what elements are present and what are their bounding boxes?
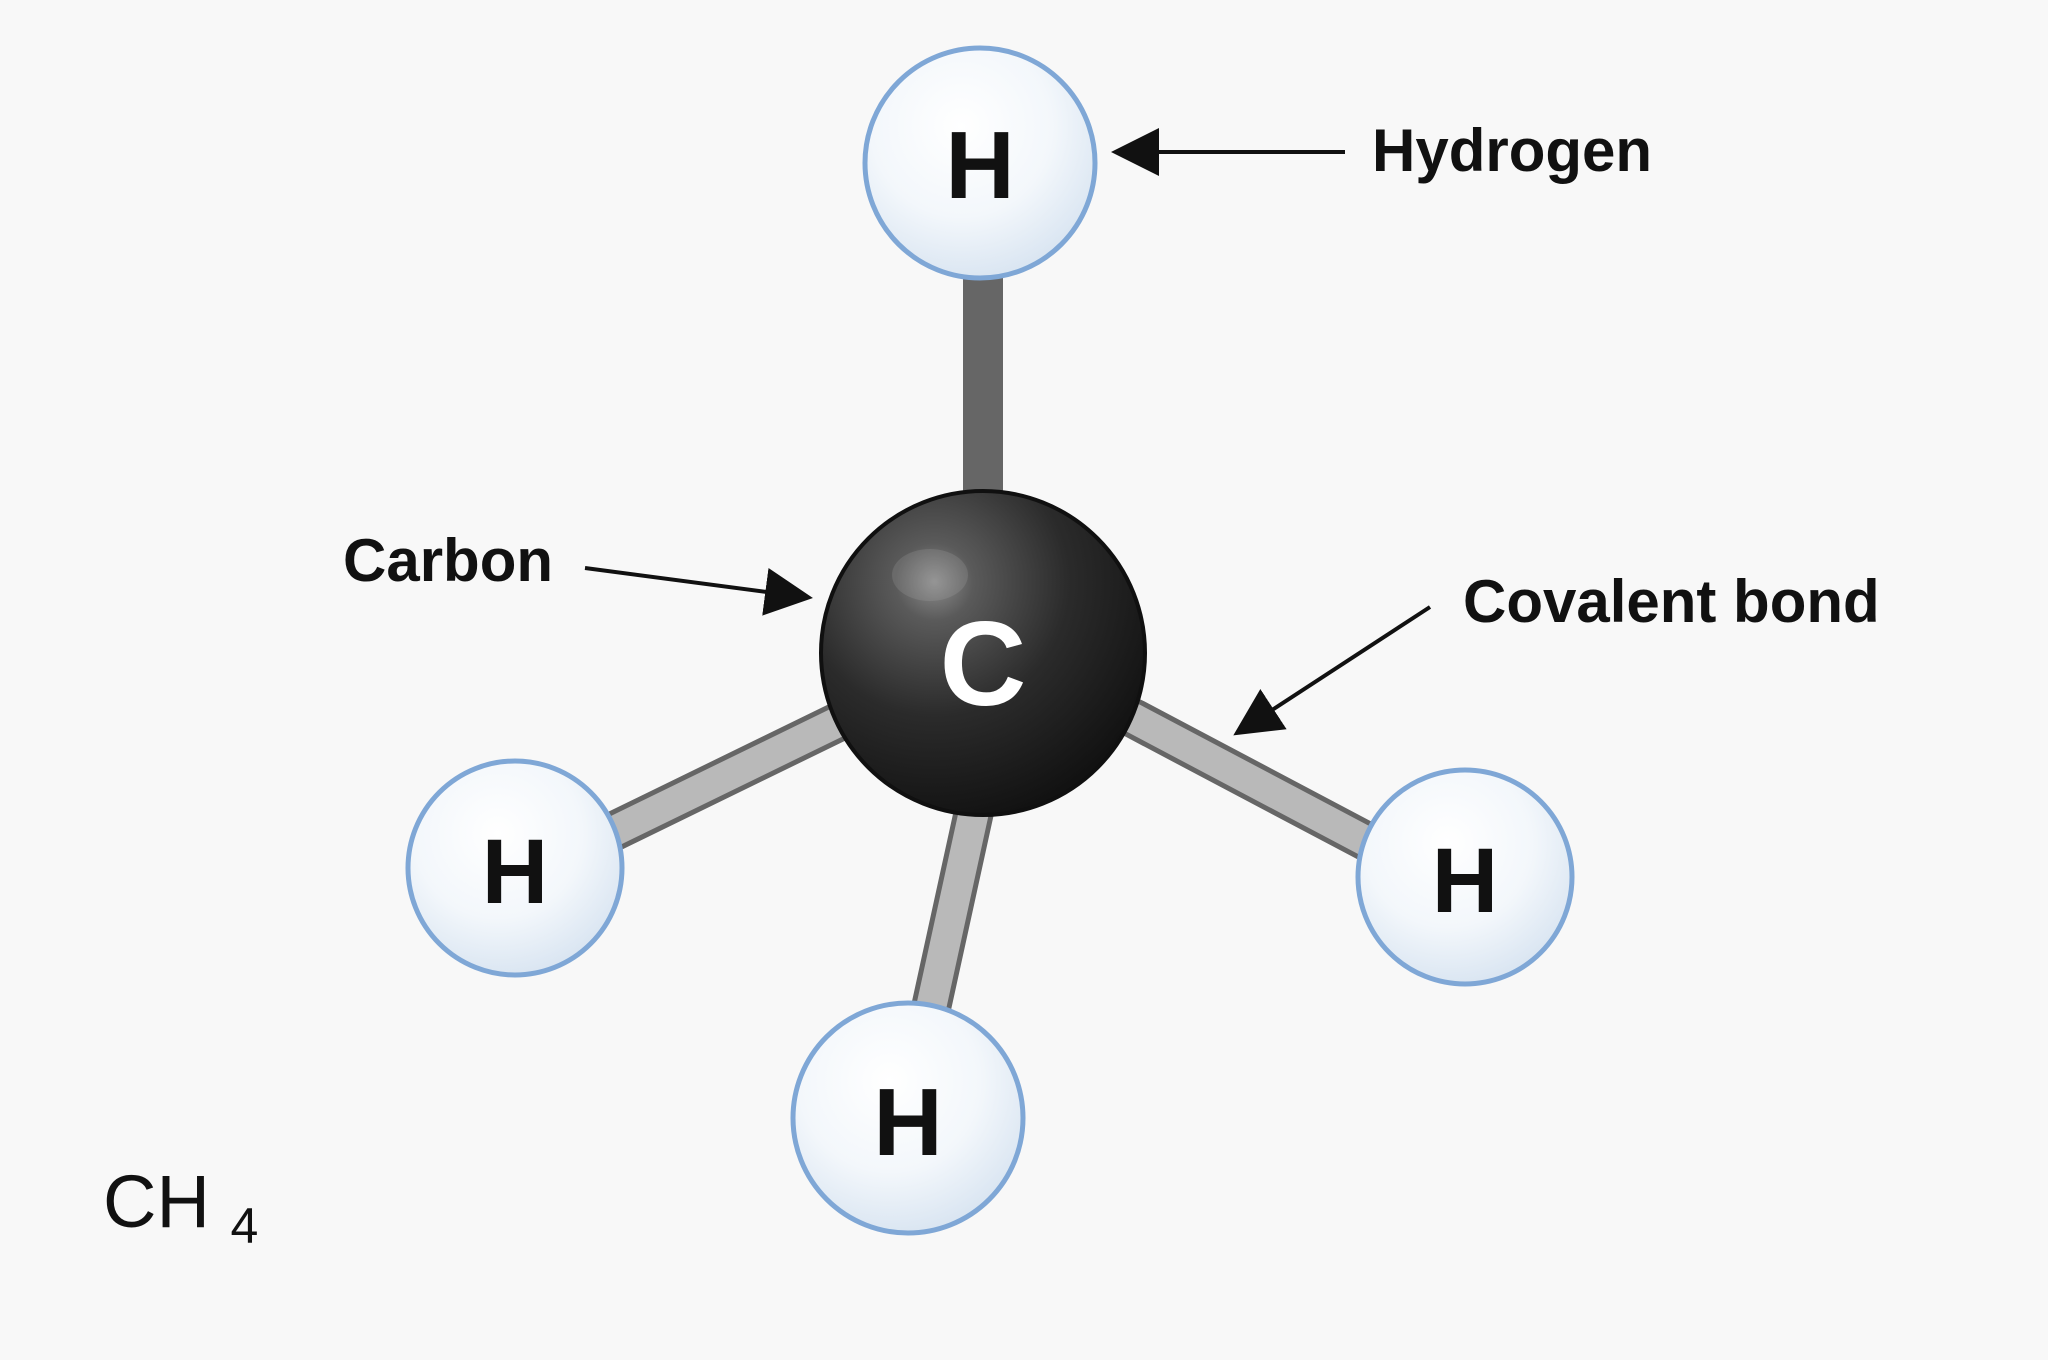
hydrogen-left: H bbox=[405, 758, 625, 978]
hydrogen-top: H bbox=[862, 45, 1098, 281]
carbon-label: C bbox=[940, 597, 1027, 731]
formula-subscript: 4 bbox=[230, 1198, 258, 1254]
covalent-bond-arrow bbox=[1233, 605, 1432, 736]
hydrogen-right-label: H bbox=[1432, 830, 1498, 932]
hydrogen-top-label: H bbox=[945, 112, 1014, 219]
bond-left-highlight bbox=[581, 705, 857, 855]
bond-right-highlight bbox=[1118, 703, 1390, 861]
hydrogen-right: H bbox=[1355, 767, 1575, 987]
hydrogen-callout-label: Hydrogen bbox=[1372, 117, 1652, 184]
molecular-formula: CH 4 bbox=[103, 1160, 258, 1254]
carbon-callout: Carbon bbox=[343, 527, 813, 616]
carbon-arrow bbox=[584, 566, 813, 616]
carbon-callout-label: Carbon bbox=[343, 527, 553, 594]
hydrogen-bottom: H bbox=[790, 1000, 1026, 1236]
hydrogen-left-label: H bbox=[482, 821, 548, 923]
formula-text: CH 4 bbox=[103, 1160, 258, 1254]
hydrogen-callout: Hydrogen bbox=[1111, 117, 1652, 184]
carbon-atom: C bbox=[819, 489, 1147, 817]
covalent-bond-callout-label: Covalent bond bbox=[1463, 568, 1880, 635]
hydrogen-bottom-label: H bbox=[873, 1069, 942, 1176]
bond-callout: Covalent bond bbox=[1233, 568, 1880, 736]
formula-base: CH bbox=[103, 1160, 210, 1243]
